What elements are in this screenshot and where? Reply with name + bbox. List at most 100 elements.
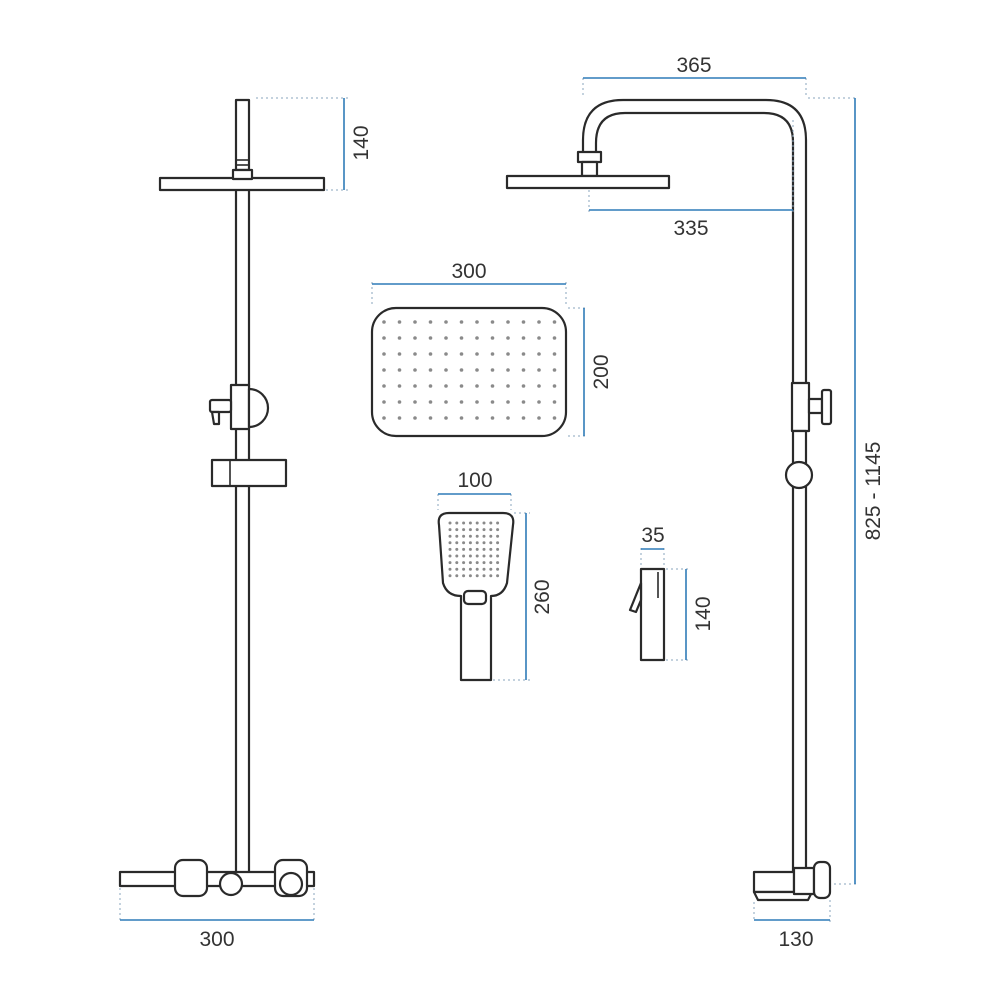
- hand-shower-nozzle: [482, 528, 486, 532]
- detail-rain-shower-head: [370, 282, 588, 438]
- hand-shower-nozzle: [455, 561, 459, 565]
- rain-head-nozzle: [490, 320, 495, 324]
- rain-head-nozzle: [490, 368, 495, 372]
- hand-shower-nozzle: [482, 567, 486, 571]
- front-diverter-body: [229, 383, 251, 431]
- front-mixer-center-knob: [218, 871, 244, 897]
- side-arm-reach-label: 335: [673, 217, 708, 240]
- rain-head-nozzle: [475, 416, 479, 420]
- front-view: [118, 97, 348, 922]
- rain-head-nozzle: [506, 416, 510, 420]
- rain-head-nozzle: [444, 336, 448, 340]
- holder-height-label: 140: [692, 596, 715, 631]
- rain-head-nozzle: [428, 400, 433, 404]
- rain-head-nozzle: [490, 416, 495, 420]
- hand-shower-nozzle: [489, 528, 493, 532]
- hand-shower-nozzle: [462, 521, 466, 525]
- side-view: [505, 77, 858, 922]
- rain-head-nozzle: [459, 400, 464, 404]
- hand-shower-nozzle: [455, 541, 459, 545]
- hand-shower-nozzle: [482, 561, 486, 565]
- hand-shower-nozzle: [475, 547, 479, 551]
- hand-shower-nozzle: [468, 528, 472, 532]
- hand-shower-nozzle: [468, 541, 472, 545]
- rain-head-nozzle: [552, 400, 557, 404]
- rain-head-nozzle: [552, 352, 557, 356]
- rain-head-nozzle: [475, 368, 479, 372]
- side-diverter-body: [790, 381, 811, 433]
- hand-shower-nozzles: [448, 521, 500, 578]
- hand-shower-nozzle: [462, 554, 466, 558]
- rain-head-nozzle: [537, 336, 541, 340]
- side-arm-collar: [580, 160, 599, 178]
- hand-shower-nozzle: [468, 554, 472, 558]
- wall-holder-outline: [639, 567, 666, 662]
- rain-head-nozzle: [382, 400, 386, 404]
- rain-head-nozzle: [506, 368, 510, 372]
- hand-shower-nozzle: [455, 534, 459, 538]
- hand-shower-nozzle: [489, 561, 493, 565]
- hand-shower-nozzle: [448, 567, 452, 571]
- rain-head-nozzle: [428, 352, 433, 356]
- hand-shower-nozzle: [455, 521, 459, 525]
- rain-head-nozzle: [397, 352, 402, 356]
- side-arm-nut: [576, 150, 603, 164]
- rain-head-nozzle: [537, 384, 541, 388]
- hand-shower-nozzle: [468, 574, 472, 578]
- rain-head-outline: [370, 306, 568, 438]
- hand-shower-nozzle: [496, 561, 500, 565]
- rain-head-nozzle: [459, 416, 464, 420]
- rain-head-nozzle: [506, 320, 510, 324]
- hand-shower-nozzle: [462, 534, 466, 538]
- hand-height-label: 260: [531, 579, 554, 614]
- hand-shower-nozzle: [462, 567, 466, 571]
- hand-shower-nozzle: [468, 534, 472, 538]
- hand-shower-nozzle: [496, 567, 500, 571]
- wall-holder-hook: [628, 581, 643, 614]
- hand-shower-nozzle: [475, 521, 479, 525]
- hand-shower-nozzle: [468, 567, 472, 571]
- hand-shower-nozzle: [448, 534, 452, 538]
- rain-head-nozzle: [413, 400, 417, 404]
- hand-shower-nozzle: [455, 574, 459, 578]
- front-mixer-bar: [118, 870, 316, 888]
- rain-head-nozzle: [413, 416, 417, 420]
- rain-head-nozzle: [521, 400, 526, 404]
- rain-head-nozzle: [382, 320, 386, 324]
- hand-shower-nozzle: [475, 541, 479, 545]
- hand-shower-nozzle: [496, 521, 500, 525]
- rain-head-nozzle: [413, 368, 417, 372]
- hand-shower-nozzle: [496, 541, 500, 545]
- side-height-range-label: 825 - 1145: [862, 442, 885, 541]
- side-gooseneck-arm: [581, 98, 808, 387]
- side-diverter-stem: [807, 397, 824, 415]
- hand-shower-nozzle: [455, 567, 459, 571]
- rain-head-nozzle: [444, 416, 448, 420]
- rain-head-nozzle: [397, 368, 402, 372]
- side-sliding-holder: [784, 460, 814, 490]
- hand-shower-button: [462, 589, 488, 606]
- hand-shower-nozzle: [475, 554, 479, 558]
- rain-head-nozzle: [537, 368, 541, 372]
- rain-head-nozzle: [552, 320, 557, 324]
- rain-head-nozzle: [413, 336, 417, 340]
- rain-head-nozzle: [475, 400, 479, 404]
- hand-shower-nozzle: [455, 547, 459, 551]
- hand-shower-nozzle: [475, 574, 479, 578]
- rain-head-nozzle: [490, 384, 495, 388]
- rain-head-nozzle: [475, 336, 479, 340]
- rain-head-nozzle: [428, 368, 433, 372]
- rain-head-nozzle: [413, 352, 417, 356]
- hand-shower-nozzle: [448, 554, 452, 558]
- rain-head-nozzle: [428, 416, 433, 420]
- rain-head-nozzle: [490, 336, 495, 340]
- rain-head-nozzle: [382, 352, 386, 356]
- front-sliding-holder: [210, 458, 288, 488]
- rain-head-nozzle: [552, 368, 557, 372]
- side-mixer-body: [792, 866, 816, 896]
- side-lower-riser: [791, 429, 808, 873]
- rain-head-nozzle: [444, 400, 448, 404]
- side-mixer-knob: [812, 860, 832, 900]
- side-diverter-knob: [820, 388, 833, 426]
